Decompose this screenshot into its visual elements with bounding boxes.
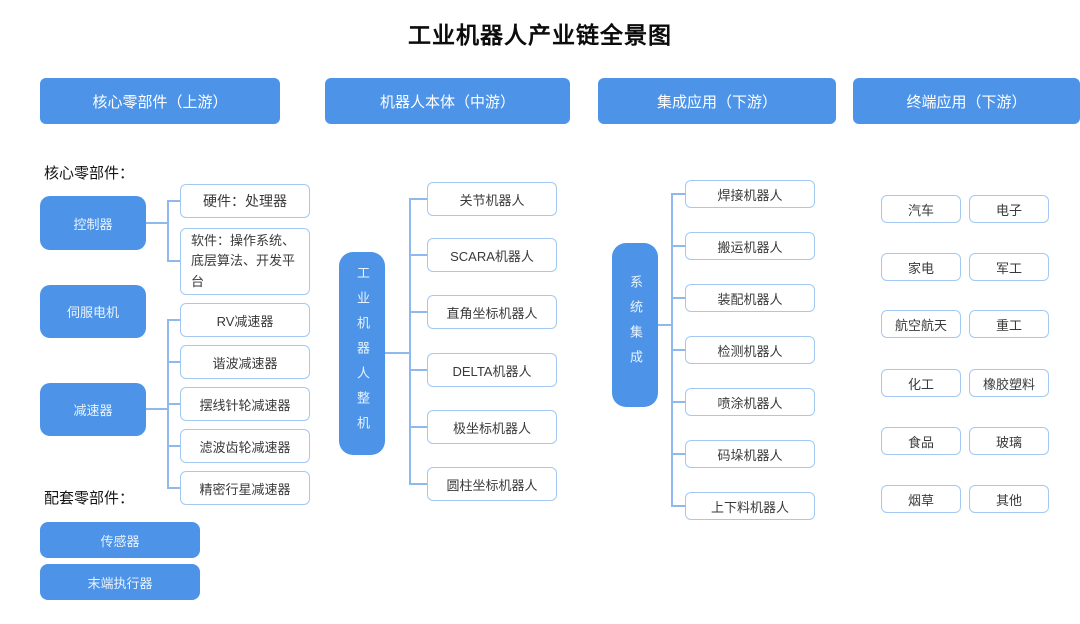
connector-line: [167, 260, 180, 262]
node-controller: 控制器: [40, 196, 146, 250]
connector-line: [671, 453, 685, 455]
node-app-welding: 焊接机器人: [685, 180, 815, 208]
connector-line: [409, 254, 427, 256]
node-industrial-robot-assembly: 工业机器人整机: [339, 252, 385, 455]
node-industry-military: 军工: [969, 253, 1049, 281]
node-industry-food: 食品: [881, 427, 961, 455]
node-app-painting: 喷涂机器人: [685, 388, 815, 416]
node-end-effector: 末端执行器: [40, 564, 200, 600]
node-reducer: 减速器: [40, 383, 146, 436]
stage-header-integration: 集成应用（下游）: [598, 78, 836, 124]
node-robot-type-scara: SCARA机器人: [427, 238, 557, 272]
connector-line: [409, 311, 427, 313]
connector-line: [167, 361, 180, 363]
stage-header-upstream: 核心零部件（上游）: [40, 78, 280, 124]
node-servo-motor: 伺服电机: [40, 285, 146, 338]
connector-line: [409, 198, 411, 485]
node-reducer-harmonic: 谐波减速器: [180, 345, 310, 379]
connector-line: [671, 193, 685, 195]
node-controller-software: 软件：操作系统、底层算法、开发平台: [180, 228, 310, 295]
node-system-integration: 系统集成: [612, 243, 658, 407]
node-robot-type-cartesian: 直角坐标机器人: [427, 295, 557, 329]
stage-header-midstream: 机器人本体（中游）: [325, 78, 570, 124]
connector-line: [167, 200, 180, 202]
node-industry-rubber-plastics: 橡胶塑料: [969, 369, 1049, 397]
node-reducer-planetary: 精密行星减速器: [180, 471, 310, 505]
section-label-core-components: 核心零部件：: [44, 165, 135, 182]
node-app-loading: 上下料机器人: [685, 492, 815, 520]
node-industry-other: 其他: [969, 485, 1049, 513]
node-app-inspection: 检测机器人: [685, 336, 815, 364]
node-reducer-rv: RV减速器: [180, 303, 310, 337]
node-industry-appliances: 家电: [881, 253, 961, 281]
node-industry-automotive: 汽车: [881, 195, 961, 223]
connector-line: [658, 324, 673, 326]
connector-line: [671, 297, 685, 299]
node-robot-type-delta: DELTA机器人: [427, 353, 557, 387]
connector-line: [409, 426, 427, 428]
connector-line: [671, 401, 685, 403]
node-robot-type-polar: 极坐标机器人: [427, 410, 557, 444]
connector-line: [167, 487, 180, 489]
connector-line: [385, 352, 410, 354]
node-industry-glass: 玻璃: [969, 427, 1049, 455]
node-app-palletizing: 码垛机器人: [685, 440, 815, 468]
connector-line: [167, 445, 180, 447]
connector-line: [167, 403, 180, 405]
node-app-handling: 搬运机器人: [685, 232, 815, 260]
node-reducer-cycloid: 摆线针轮减速器: [180, 387, 310, 421]
node-reducer-filter-gear: 滤波齿轮减速器: [180, 429, 310, 463]
node-industry-tobacco: 烟草: [881, 485, 961, 513]
connector-line: [167, 200, 169, 262]
page-title: 工业机器人产业链全景图: [408, 22, 672, 48]
node-robot-type-cylindrical: 圆柱坐标机器人: [427, 467, 557, 501]
section-label-auxiliary-components: 配套零部件：: [44, 490, 135, 507]
stage-header-terminal: 终端应用（下游）: [853, 78, 1080, 124]
node-sensor: 传感器: [40, 522, 200, 558]
connector-line: [146, 222, 168, 224]
connector-line: [409, 369, 427, 371]
node-robot-type-articulated: 关节机器人: [427, 182, 557, 216]
node-industry-aerospace: 航空航天: [881, 310, 961, 338]
node-industry-heavy: 重工: [969, 310, 1049, 338]
node-industry-chemical: 化工: [881, 369, 961, 397]
connector-line: [409, 198, 427, 200]
connector-line: [167, 319, 180, 321]
connector-line: [671, 349, 685, 351]
connector-line: [671, 245, 685, 247]
node-app-assembly: 装配机器人: [685, 284, 815, 312]
node-controller-hardware: 硬件：处理器: [180, 184, 310, 218]
connector-line: [146, 408, 168, 410]
node-industry-electronics: 电子: [969, 195, 1049, 223]
connector-line: [409, 483, 427, 485]
connector-line: [671, 505, 685, 507]
